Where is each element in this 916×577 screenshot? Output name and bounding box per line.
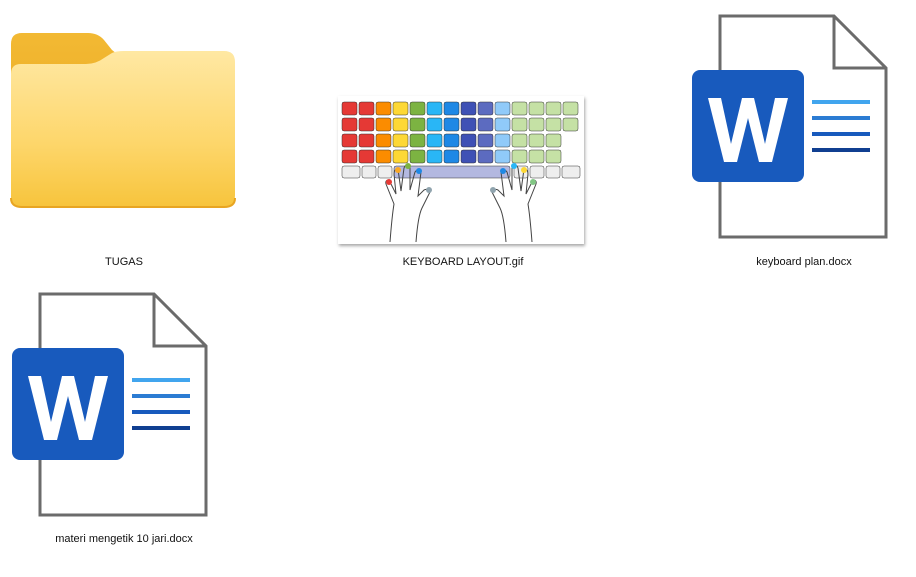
file-item-tugas[interactable]: TUGAS: [0, 20, 250, 280]
word-document-icon: [12, 292, 208, 517]
file-name-label: materi mengetik 10 jari.docx: [55, 533, 193, 545]
file-item-keyboard-layout[interactable]: KEYBOARD LAYOUT.gif: [330, 90, 595, 280]
file-item-materi-mengetik[interactable]: materi mengetik 10 jari.docx: [0, 288, 250, 558]
file-name-label: keyboard plan.docx: [756, 256, 852, 268]
file-item-keyboard-plan[interactable]: keyboard plan.docx: [680, 10, 910, 280]
file-name-label: KEYBOARD LAYOUT.gif: [402, 256, 524, 268]
keyboard-layout-thumbnail: [338, 96, 584, 244]
folder-icon: [10, 33, 236, 208]
word-document-icon: [692, 14, 888, 239]
file-name-label: TUGAS: [105, 256, 143, 268]
